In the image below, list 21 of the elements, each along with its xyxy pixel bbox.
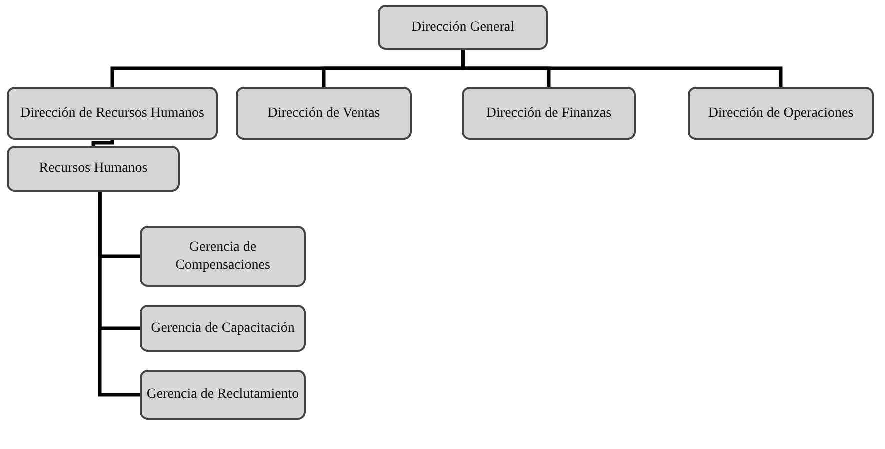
- org-box: [236, 87, 412, 140]
- box-label: Gerencia de Reclutamiento: [146, 386, 300, 404]
- org-box: [462, 87, 636, 140]
- box-label: Recursos Humanos: [39, 160, 148, 178]
- connector-line: [461, 50, 783, 87]
- org-box: [688, 87, 874, 140]
- box-label: Dirección de Recursos Humanos: [20, 104, 204, 122]
- box-label: Gerencia de Compensaciones: [174, 239, 272, 274]
- connector-line: [92, 140, 114, 146]
- org-box: [140, 305, 306, 352]
- org-box: [140, 226, 306, 287]
- org-box: [7, 87, 218, 140]
- org-box: [140, 370, 306, 420]
- box-label: Dirección de Finanzas: [486, 104, 612, 122]
- box-label: Dirección de Ventas: [268, 104, 380, 122]
- org-box: [7, 146, 180, 192]
- box-label: Gerencia de Capacitación: [151, 320, 295, 338]
- box-label: Dirección de Operaciones: [708, 104, 854, 122]
- connector-line: [98, 192, 140, 397]
- org-box: [378, 5, 548, 50]
- box-label: Dirección General: [412, 18, 514, 36]
